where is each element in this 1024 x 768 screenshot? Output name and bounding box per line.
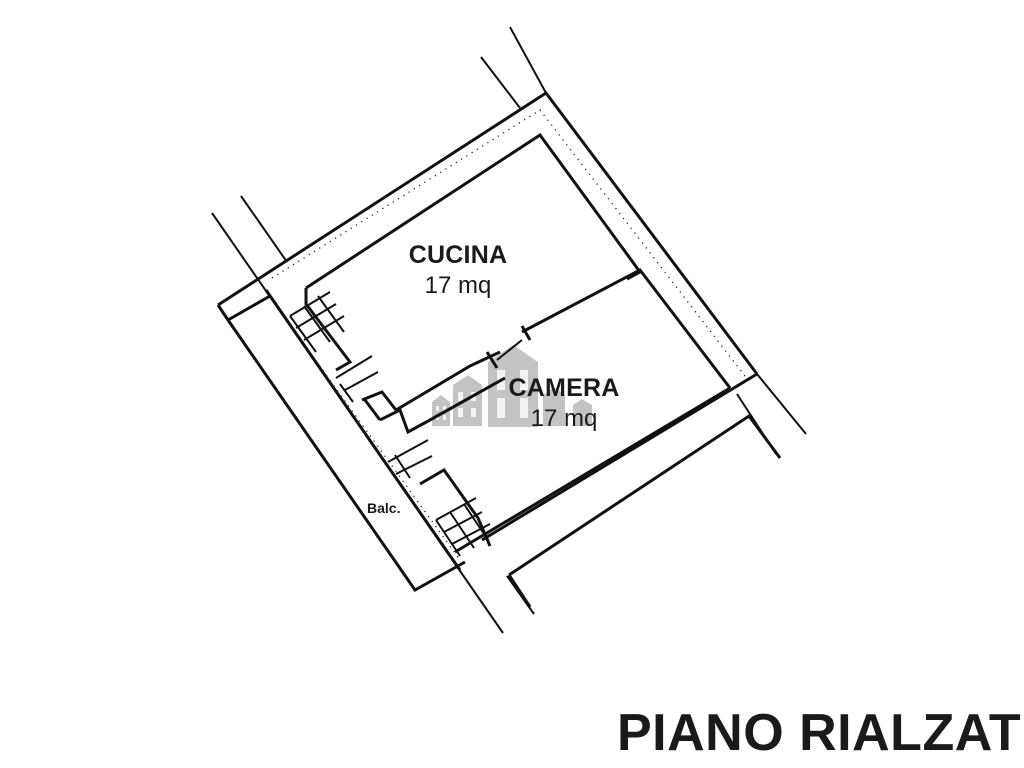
balcony-label: Balc. — [367, 500, 401, 516]
room-name: CUCINA — [408, 241, 508, 269]
room-area: 17 mq — [424, 272, 492, 299]
room-name: CAMERA — [508, 374, 620, 402]
room-area: 17 mq — [530, 405, 598, 432]
dotted-lines — [271, 109, 749, 561]
room-camera: CAMERA 17 mq — [497, 376, 631, 431]
room-cucina: CUCINA 17 mq — [398, 243, 518, 298]
floor-title: PIANO RIALZAT — [617, 704, 1022, 762]
outer-walls — [217, 90, 782, 608]
left-wall-and-windows — [216, 288, 532, 592]
